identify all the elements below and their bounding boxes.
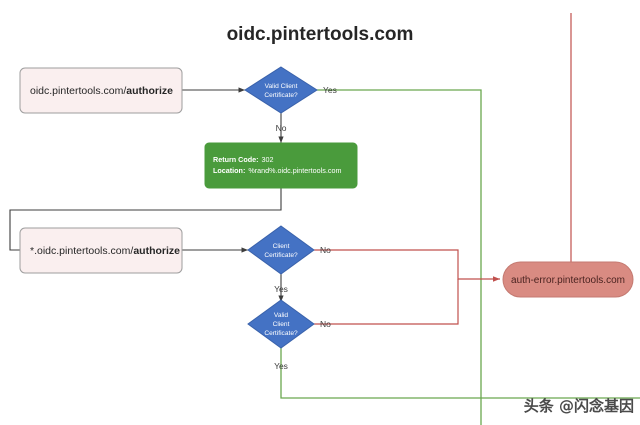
request-2-label-plain: *.oidc.pintertools.com/ [30,245,133,257]
edge-decision3-yes [280,348,640,399]
decision-1-shape [244,66,318,114]
edge-decision2-no [314,249,500,282]
redirect-return-code-key: Return Code: [213,155,259,164]
request-1-label-plain: oidc.pintertools.com/ [30,85,126,97]
edge-labels-layer: Yes No No Yes No Yes [274,85,337,371]
watermark-text: 头条 @闪念基因 [524,397,634,415]
edge-label-decision3-no: No [320,319,331,329]
node-decision-3[interactable]: Valid Client Certificate? [247,299,315,349]
edge-label-decision3-yes: Yes [274,361,288,371]
page-title: oidc.pintertools.com [227,24,414,45]
redirect-location-value: %rand%.oidc.pintertools.com [248,166,341,175]
decision-3-line-3: Certificate? [264,330,298,337]
edge-label-decision2-yes: Yes [274,284,288,294]
redirect-shape [204,142,358,189]
error-terminal-label: auth-error.pintertools.com [511,275,625,286]
decision-2-line-2: Certificate? [264,252,298,259]
edge-label-decision1-no: No [276,123,287,133]
redirect-location-line: Location:%rand%.oidc.pintertools.com [213,166,341,175]
error-terminal-shape [502,261,634,298]
redirect-location-key: Location: [213,166,245,175]
node-redirect-response[interactable]: Return Code:302 Location:%rand%.oidc.pin… [204,142,358,189]
edges-layer [9,13,640,425]
edge-label-decision1-yes: Yes [323,85,337,95]
redirect-return-code-value: 302 [262,155,274,164]
edge-decision1-yes [317,89,482,425]
node-request-2[interactable]: *.oidc.pintertools.com/authorize [19,227,183,274]
request-2-shape [19,227,183,274]
decision-1-line-2: Certificate? [264,92,298,99]
request-2-label-bold: authorize [133,245,180,257]
decision-2-line-1: Client [273,243,290,250]
node-decision-2[interactable]: Client Certificate? [247,225,315,275]
request-1-shape [19,67,183,114]
request-1-label-bold: authorize [126,85,173,97]
node-decision-1[interactable]: Valid Client Certificate? [244,66,318,114]
node-request-1[interactable]: oidc.pintertools.com/authorize [19,67,183,114]
watermark: 头条 @闪念基因 [524,397,634,415]
edge-decision3-no [314,279,459,325]
node-error-terminal[interactable]: auth-error.pintertools.com [502,261,634,298]
decision-1-line-1: Valid Client [265,83,298,90]
request-2-label: *.oidc.pintertools.com/authorize [30,245,180,257]
redirect-return-code-line: Return Code:302 [213,155,274,164]
decision-2-shape [247,225,315,275]
edge-redirect-to-request2 [9,188,282,253]
request-1-label: oidc.pintertools.com/authorize [30,85,173,97]
decision-3-shape [247,299,315,349]
decision-3-line-1: Valid [274,312,289,319]
edge-label-decision2-no: No [320,245,331,255]
decision-3-line-2: Client [273,321,290,328]
